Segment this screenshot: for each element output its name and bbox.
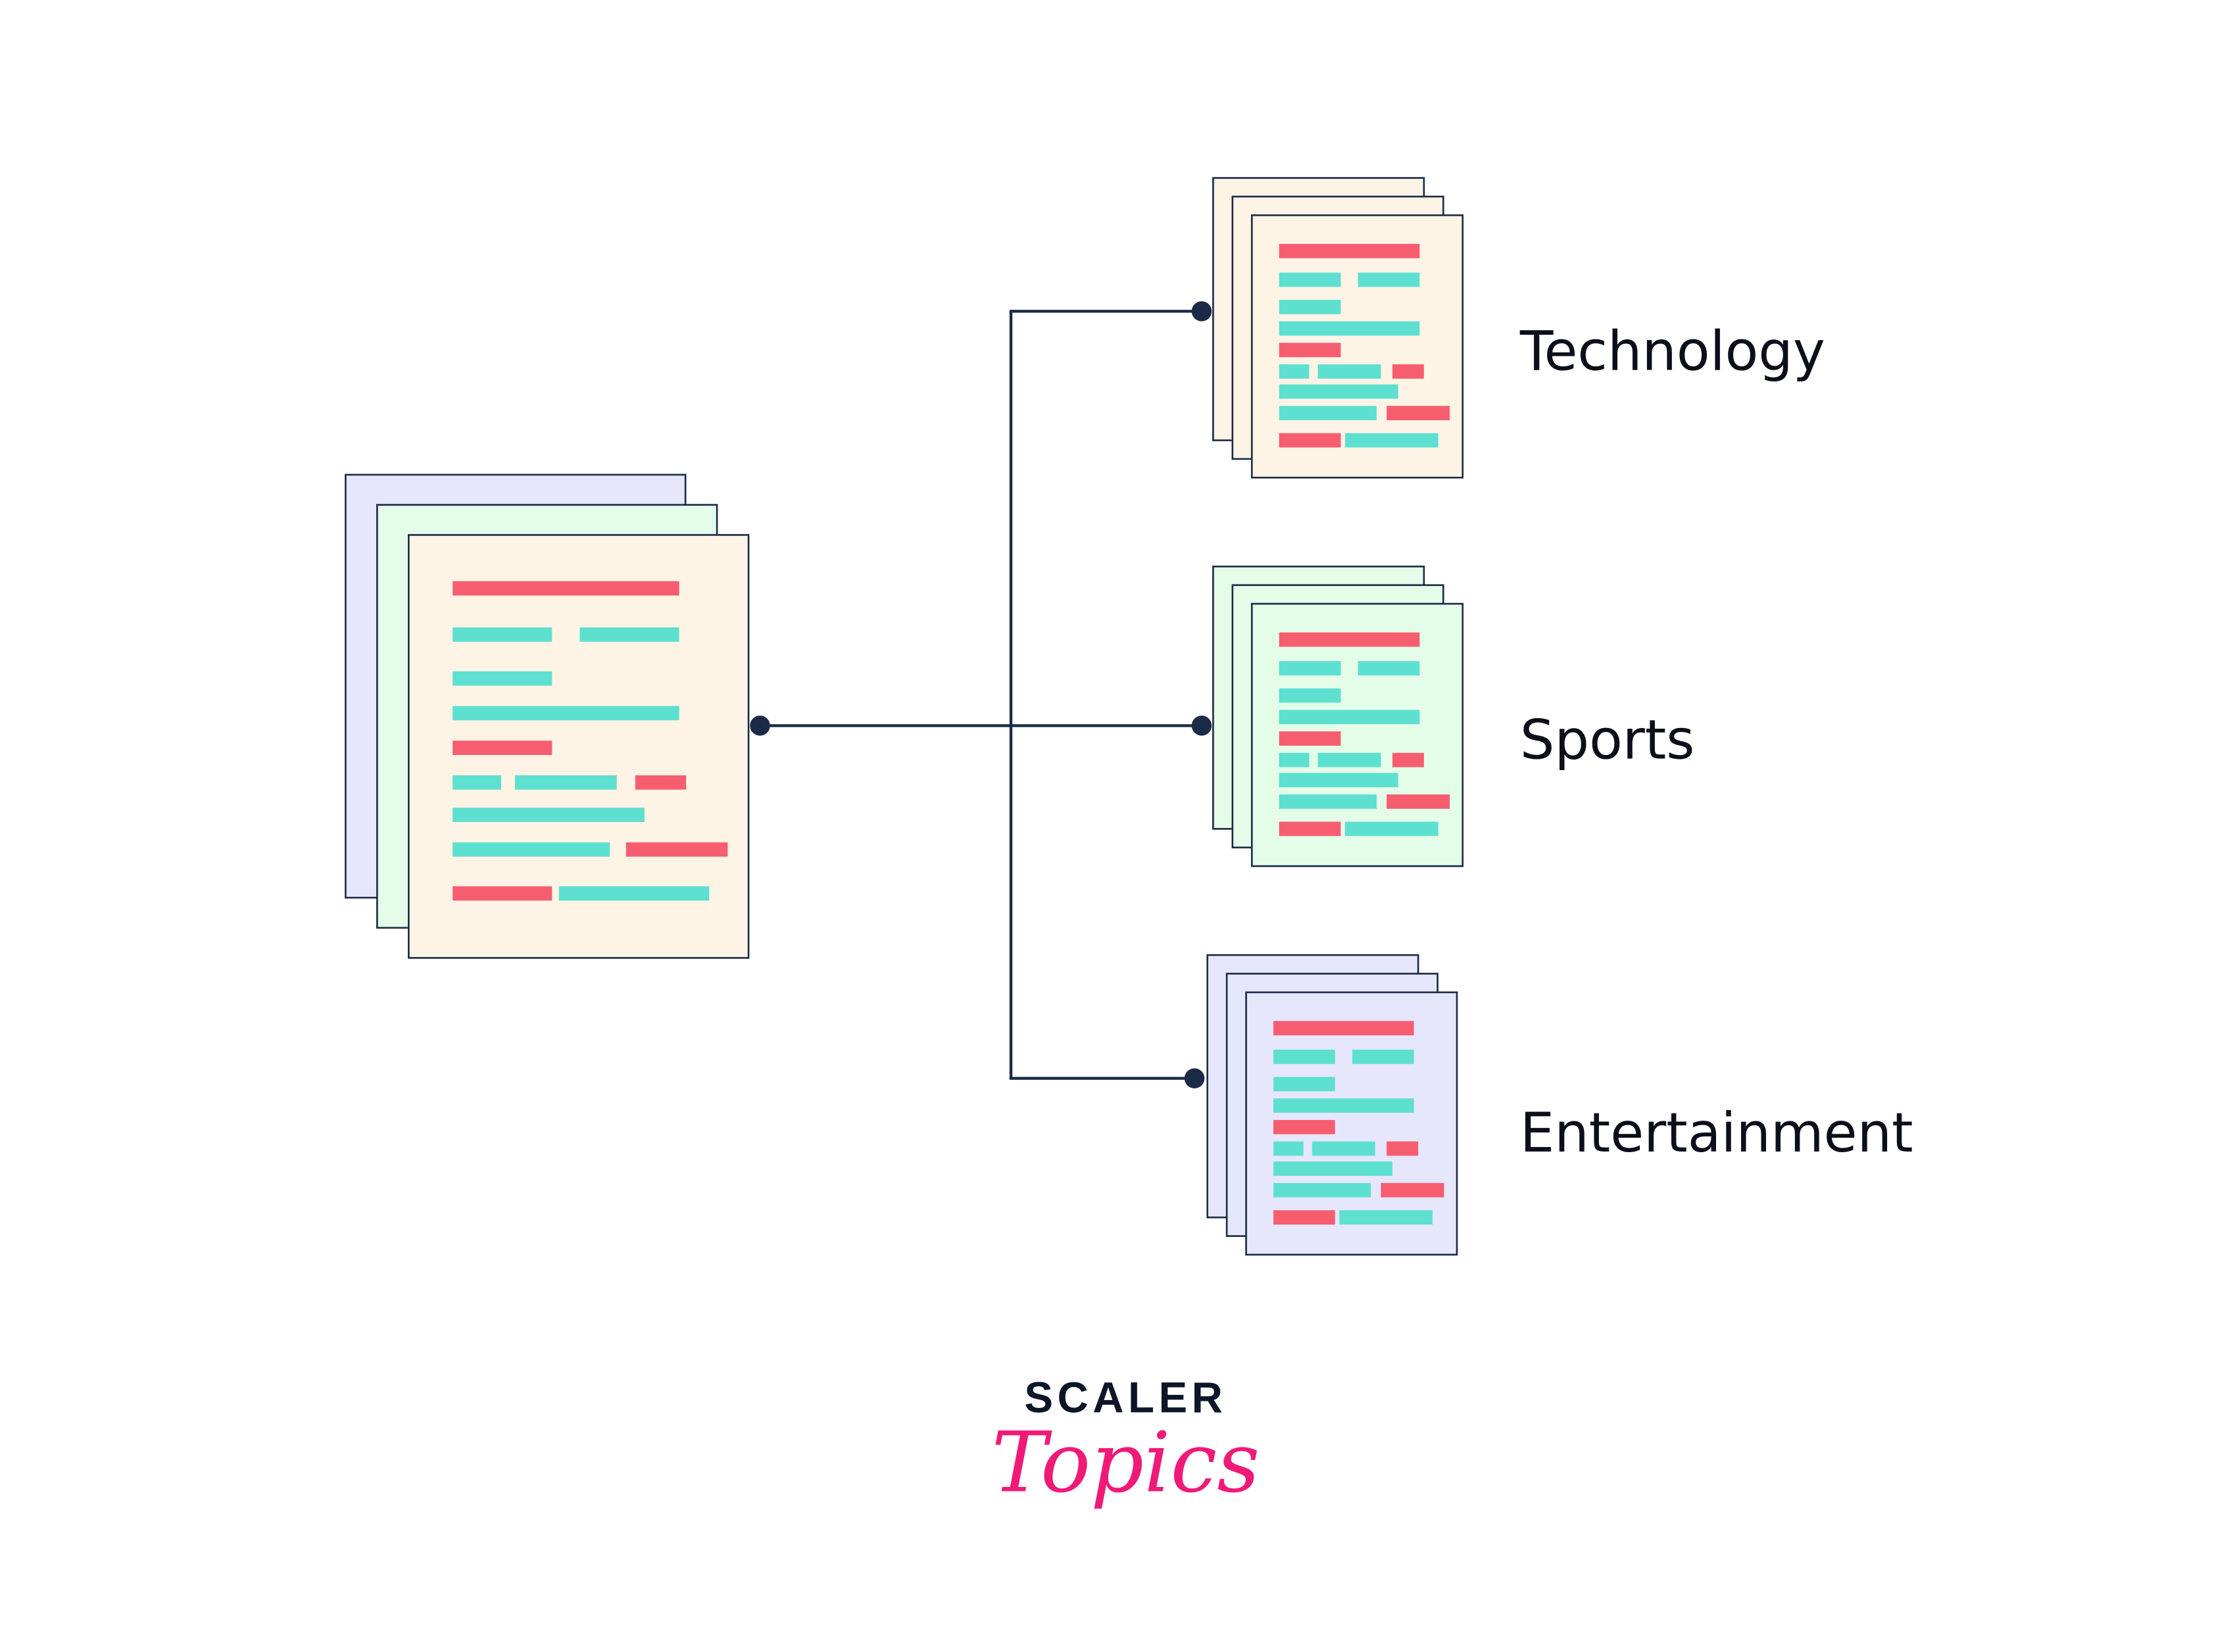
text-line-bar [1279,632,1420,647]
text-line-bar [1279,773,1398,788]
text-line-bar [1352,1050,1414,1064]
text-line-bar [1279,752,1310,767]
text-line-bar [1279,661,1341,676]
text-line-bar [1339,1210,1433,1225]
category-label-entertainment: Entertainment [1520,1101,1913,1165]
sports-document-stack [1212,566,1464,867]
text-line-bar [1279,321,1420,336]
text-line-bar [1381,1182,1444,1198]
category-label-technology: Technology [1519,320,1825,383]
text-line-bar [1358,661,1420,676]
text-line-bar [1273,1098,1414,1113]
text-line-bar [1344,821,1438,837]
text-line-bar [558,886,710,901]
text-line-bar [1279,821,1341,837]
text-line-bar [453,886,553,901]
logo-topics-text: Topics [992,1415,1260,1511]
text-line-bar [626,842,728,857]
source-document-stack [345,474,750,959]
text-line-bar [1273,1182,1371,1198]
text-line-bar [453,808,645,822]
text-line-bar [1273,1210,1335,1225]
text-line-bar [453,581,679,596]
dot-sports [1191,716,1212,736]
technology-document-stack [1212,177,1464,479]
text-line-bar [1279,710,1420,725]
text-line-bar [1387,406,1450,421]
text-line-bar [1273,1161,1392,1176]
text-line-bar [1279,343,1341,358]
text-line-bar [1273,1119,1335,1134]
text-line-bar [1279,384,1398,399]
text-line-bar [1312,1141,1375,1156]
text-line-bar [1273,1077,1335,1092]
connector-lines [760,310,1202,1080]
text-line-bar [1387,1141,1419,1156]
text-line-bar [1273,1050,1335,1064]
text-line-bar [579,627,679,642]
logo-scaler-text: SCALER [1024,1374,1227,1422]
text-line-bar [1279,794,1377,809]
text-line-bar [1279,433,1341,448]
text-line-bar [1279,243,1420,258]
text-line-bar [1317,364,1381,379]
scaler-topics-logo: SCALER Topics [992,1374,1260,1511]
text-line-bar [1279,688,1341,703]
text-line-bar [453,627,553,642]
text-line-bar [1279,731,1341,746]
text-line-bar [1317,752,1381,767]
text-line-bar [1273,1021,1414,1036]
text-line-bar [1387,794,1450,809]
text-line-bar [635,775,687,790]
text-line-bar [515,775,617,790]
entertainment-document-stack [1206,954,1458,1256]
text-line-bar [453,741,553,756]
text-line-bar [1279,299,1341,314]
dot-source [750,716,770,736]
text-line-bar [1279,406,1377,421]
text-line-bar [453,671,553,686]
text-line-bar [1273,1141,1304,1156]
text-line-bar [1279,272,1341,287]
dot-technology [1191,301,1212,322]
text-line-bar [453,706,679,721]
category-label-sports: Sports [1520,708,1695,772]
text-line-bar [453,842,610,857]
text-line-bar [1392,752,1424,767]
text-line-bar [1279,364,1310,379]
text-line-bar [1392,364,1424,379]
connector-dots [750,301,1212,1088]
text-line-bar [1358,272,1420,287]
text-line-bar [1344,433,1438,448]
text-line-bar [453,775,501,790]
dot-entertainment [1184,1068,1205,1088]
